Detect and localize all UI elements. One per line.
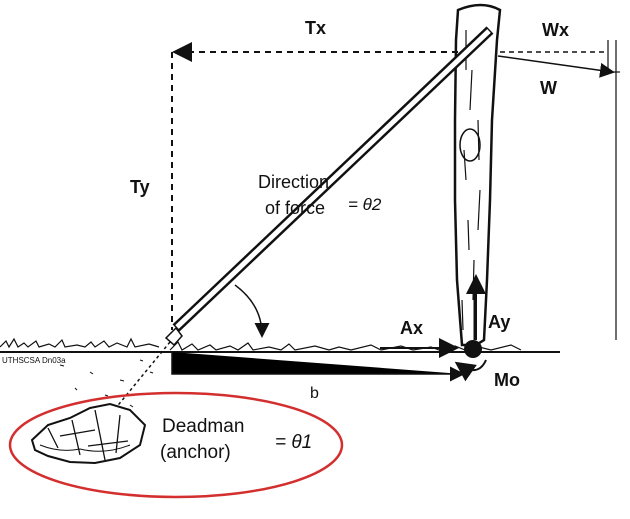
height-bracket [607, 40, 617, 340]
label-b: b [310, 385, 319, 402]
label-theta1: = θ1 [275, 432, 312, 453]
label-ax: Ax [400, 318, 423, 338]
label-deadman-line1: Deadman [162, 416, 244, 437]
label-credit: UTHSCSA Dn03a [2, 356, 66, 365]
b-dimension-line [171, 352, 465, 382]
label-w: W [540, 78, 557, 98]
theta2-angle-arc [234, 284, 270, 338]
label-ay: Ay [488, 312, 510, 332]
label-direction-line2: of force [265, 198, 325, 218]
deadman-rock [30, 402, 147, 465]
label-ty: Ty [130, 177, 150, 197]
guy-cable [109, 26, 494, 416]
label-deadman-line2: (anchor) [160, 442, 231, 463]
label-theta2: = θ2 [348, 195, 382, 214]
label-tx: Tx [305, 18, 326, 38]
pivot-point [464, 340, 482, 358]
mo-moment-arc [454, 359, 487, 382]
deadman-highlight-ellipse [8, 391, 344, 499]
label-wx: Wx [542, 20, 569, 40]
w-arrow [497, 55, 615, 78]
label-mo: Mo [494, 370, 520, 390]
label-direction-line1: Direction [258, 172, 329, 192]
